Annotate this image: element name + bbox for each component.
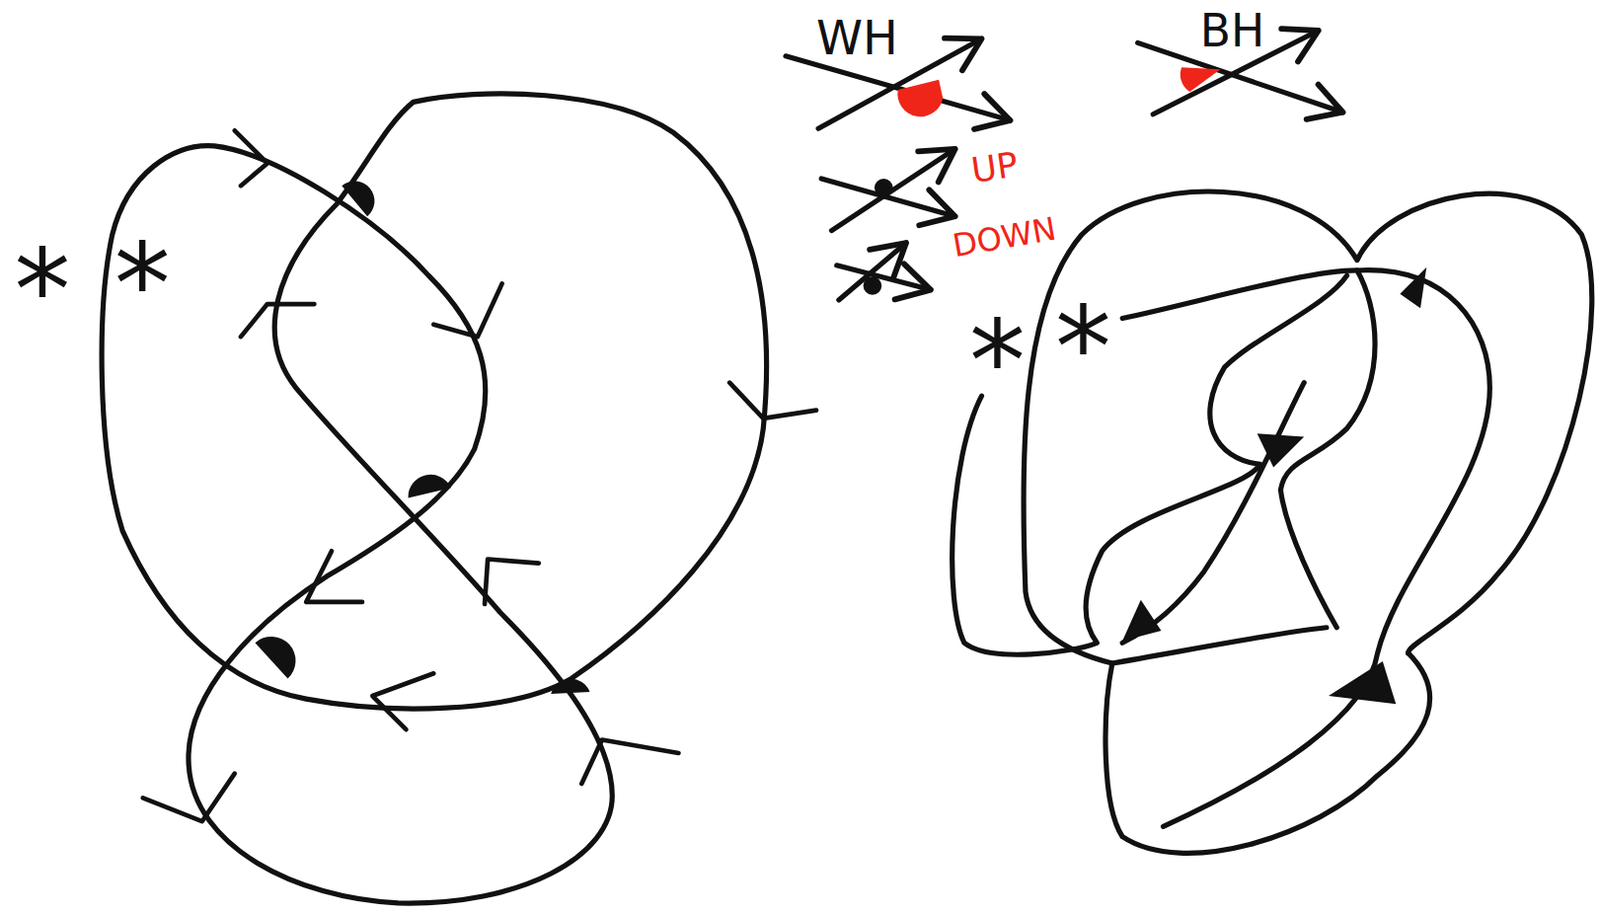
basepoint-mark: *	[969, 305, 1026, 419]
legend-strand	[785, 56, 1010, 121]
crossing-dot	[874, 178, 894, 198]
crossing-type-label: WH	[816, 13, 899, 62]
knot-curve	[101, 93, 766, 904]
crossing-dot	[863, 276, 883, 296]
handedness-wedge	[897, 79, 943, 118]
crossing-dot	[254, 636, 296, 680]
basepoint-mark: *	[114, 228, 171, 342]
filled-arrowhead	[1399, 267, 1427, 308]
strand-direction-label: DOWN	[950, 213, 1060, 263]
strand-direction-label: UP	[969, 147, 1020, 188]
knot-curve	[952, 275, 1348, 655]
handedness-wedge	[1180, 67, 1221, 92]
legend-strand	[838, 242, 907, 301]
legend-strand	[832, 149, 956, 231]
legend-strand	[1138, 42, 1344, 112]
knot-curve	[1122, 270, 1490, 828]
crossing-dot	[408, 474, 452, 499]
basepoint-mark: *	[1055, 292, 1112, 405]
filled-arrowhead	[1122, 600, 1161, 641]
crossing-dot	[550, 679, 590, 694]
direction-chevrons	[143, 130, 817, 822]
knot-curve	[1023, 191, 1593, 664]
legend-strand	[821, 178, 955, 217]
basepoint-mark: *	[13, 234, 71, 348]
filled-arrowhead	[1257, 433, 1305, 467]
crossing-type-label: BH	[1200, 7, 1265, 53]
knot-curve	[1122, 382, 1304, 644]
knot-curve	[1105, 627, 1431, 854]
filled-arrowhead	[1328, 661, 1396, 704]
legend-strand	[837, 265, 931, 291]
knot-curve	[1280, 270, 1375, 628]
crossing-dot	[341, 180, 375, 217]
